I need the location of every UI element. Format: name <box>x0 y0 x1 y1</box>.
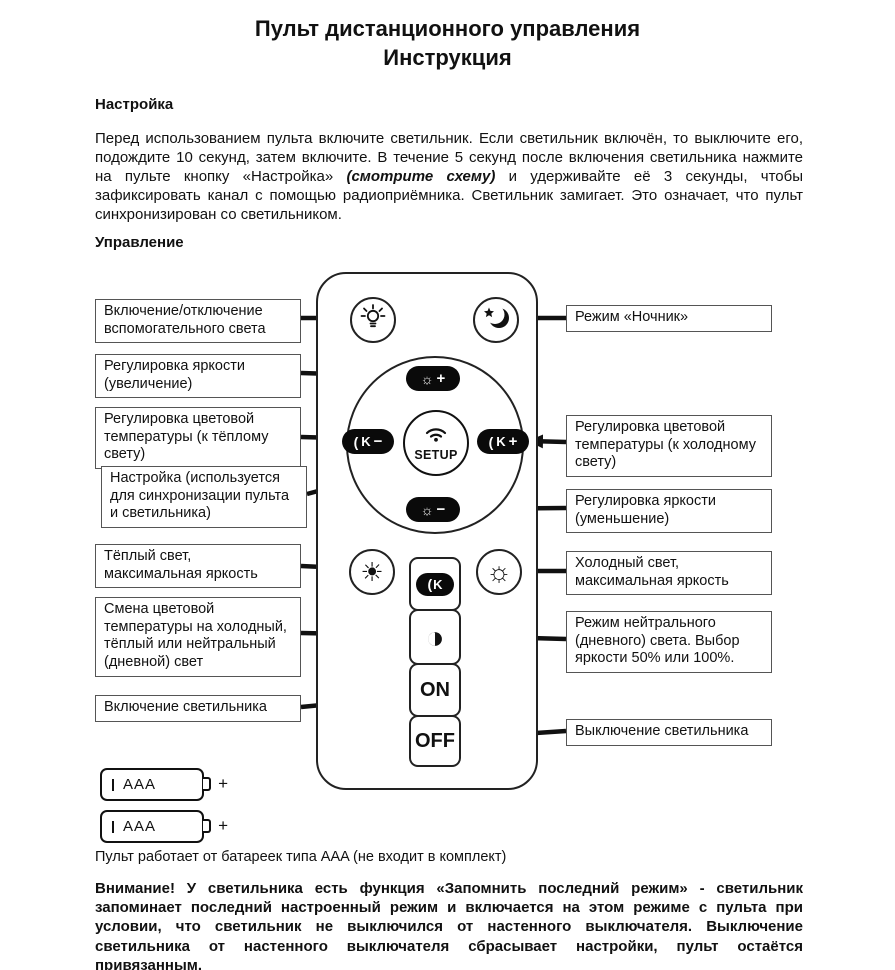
setup-paragraph-emphasis: (смотрите схему) <box>346 167 496 185</box>
aux-light-button <box>350 297 396 343</box>
callout-neutral-mode: Режим нейтрального (дневного) света. Выб… <box>566 611 772 674</box>
brightness-up-button: ☼ + <box>406 366 460 391</box>
callout-brightness-down: Регулировка яркости (уменьшение) <box>566 489 772 534</box>
wifi-icon <box>423 424 449 447</box>
kelvin-pill: ( K <box>416 572 454 596</box>
center-button-column: ( K ◑ ON OFF <box>409 557 461 767</box>
moon-star-icon <box>481 304 511 337</box>
cold-max-button: ☼ <box>476 549 522 595</box>
night-mode-button <box>473 297 519 343</box>
minus-sign: − <box>436 501 446 518</box>
title-line1: Пульт дистанционного управления <box>254 16 641 41</box>
callout-setup: Настройка (используется для синхронизаци… <box>101 466 307 529</box>
half-circle-icon: ◑ <box>425 619 445 655</box>
on-button: ON <box>409 663 461 717</box>
title-line2: Инструкция <box>383 44 512 70</box>
callout-color-toggle: Смена цветовой температуры на холодный, … <box>95 597 301 677</box>
battery-aaa-1: AAA + <box>100 768 228 801</box>
neutral-mode-button: ◑ <box>409 609 461 665</box>
plus-sign: + <box>218 774 228 793</box>
sun-filled-icon: ☀ <box>360 556 384 587</box>
crescent-icon: ( <box>427 576 433 592</box>
setup-paragraph-text-1: Перед использованием пульта включите све… <box>95 130 803 185</box>
callout-brightness-up: Регулировка яркости (увеличение) <box>95 354 301 399</box>
color-temp-warm-button: ( K − <box>342 429 394 454</box>
sun-icon: ☼ <box>420 501 434 518</box>
callout-cold-max: Холодный свет, максимальная яркость <box>566 551 772 596</box>
callout-color-cold: Регулировка цветовой температуры (к холо… <box>566 415 772 478</box>
callout-warm-max: Тёплый свет, максимальная яркость <box>95 544 301 589</box>
setup-label: SETUP <box>414 448 458 462</box>
warm-max-button: ☀ <box>349 549 395 595</box>
setup-paragraph: Перед использованием пульта включите све… <box>95 130 803 224</box>
plus-sign: + <box>436 370 446 387</box>
kelvin-letter: K <box>361 434 371 449</box>
plus-sign: + <box>218 816 228 835</box>
kelvin-letter: K <box>433 576 443 592</box>
callout-lamp-off: Выключение светильника <box>566 719 772 746</box>
bulb-icon <box>358 303 388 338</box>
callout-color-warm: Регулировка цветовой температуры (к тёпл… <box>95 407 301 470</box>
battery-note: Пульт работает от батареек типа AAA (не … <box>95 849 507 865</box>
remote-body: ☼ + ( K − SETUP ( K + ☼ − <box>316 272 538 790</box>
color-temp-toggle-button: ( K <box>409 557 461 611</box>
battery-plus-terminal <box>203 819 211 833</box>
page-title: Пульт дистанционного управления Инструкц… <box>0 15 895 72</box>
crescent-icon: ( <box>353 433 359 450</box>
callout-aux-light: Включение/отключение вспомогательного св… <box>95 299 301 344</box>
battery-minus-terminal <box>112 778 114 791</box>
color-temp-cold-button: ( K + <box>477 429 529 454</box>
battery-type-label: AAA <box>123 818 157 835</box>
battery-aaa-2: AAA + <box>100 810 228 843</box>
battery-plus-terminal <box>203 777 211 791</box>
callout-night-mode: Режим «Ночник» <box>566 305 772 332</box>
crescent-icon: ( <box>488 433 494 450</box>
brightness-down-button: ☼ − <box>406 497 460 522</box>
kelvin-letter: K <box>496 434 506 449</box>
plus-sign: + <box>508 433 518 450</box>
battery-type-label: AAA <box>123 776 157 793</box>
battery-minus-terminal <box>112 820 114 833</box>
sun-icon: ☼ <box>420 370 434 387</box>
control-heading: Управление <box>95 234 184 251</box>
sun-outline-icon: ☼ <box>486 556 512 587</box>
setup-paragraph-text-2: и удерживайте её 3 секунды, чтобы зафикс… <box>95 167 803 223</box>
off-button: OFF <box>409 715 461 767</box>
minus-sign: − <box>373 433 383 450</box>
warning-paragraph: Внимание! У светильника есть функция «За… <box>95 880 803 970</box>
setup-heading: Настройка <box>95 96 174 113</box>
callout-lamp-on: Включение светильника <box>95 695 301 722</box>
setup-button: SETUP <box>403 410 469 476</box>
